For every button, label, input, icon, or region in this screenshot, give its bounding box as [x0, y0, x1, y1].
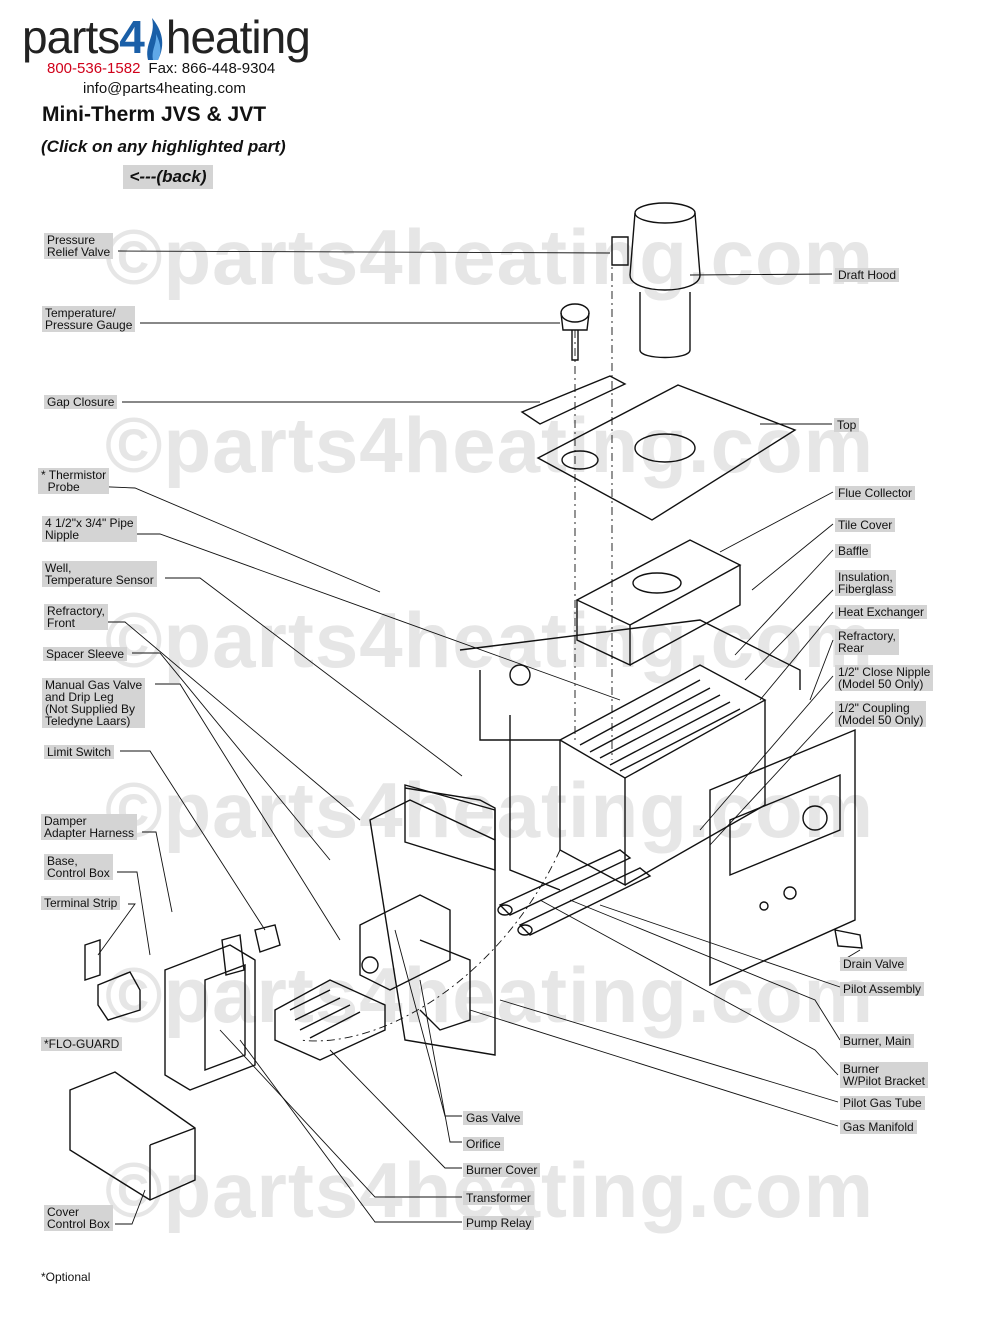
label-coupling[interactable]: 1/2" Coupling (Model 50 Only): [835, 701, 927, 727]
label-pilot-gas-tube[interactable]: Pilot Gas Tube: [840, 1096, 925, 1110]
back-panel: [459, 619, 801, 891]
page-subtitle: (Click on any highlighted part): [41, 137, 286, 156]
label-burner-main[interactable]: Burner, Main: [840, 1034, 915, 1048]
label-burner-cover[interactable]: Burner Cover: [463, 1163, 541, 1177]
back-button[interactable]: <---(back): [123, 165, 213, 189]
transformer-shape: [221, 934, 245, 976]
watermark: ©parts4heating.com: [105, 213, 874, 301]
refractory-front-shape: [404, 784, 496, 871]
label-draft-hood[interactable]: Draft Hood: [835, 268, 900, 282]
watermark: ©parts4heating.com: [105, 401, 874, 489]
flo-guard-shape: [97, 971, 141, 1021]
watermark: ©parts4heating.com: [105, 766, 874, 854]
control-box-shape: [164, 944, 256, 1091]
label-thermistor-probe[interactable]: * Thermistor Probe: [38, 468, 110, 494]
label-insulation-fiberglass[interactable]: Insulation, Fiberglass: [835, 570, 897, 596]
label-drain-valve[interactable]: Drain Valve: [840, 957, 908, 971]
drain-valve-shape: [834, 929, 863, 949]
label-spacer-sleeve[interactable]: Spacer Sleeve: [43, 647, 128, 661]
label-pipe-nipple[interactable]: 4 1/2"x 3/4" Pipe Nipple: [42, 516, 137, 542]
flue-collector-shape: [575, 539, 742, 667]
top-shape: [536, 384, 797, 521]
label-orifice[interactable]: Orifice: [463, 1137, 504, 1151]
label-refractory-rear[interactable]: Refractory, Rear: [835, 629, 899, 655]
label-top[interactable]: Top: [834, 418, 860, 432]
logo-text-heating: heating: [165, 11, 311, 63]
gauge-shape: [560, 303, 590, 361]
label-burner-pilot-bracket[interactable]: Burner W/Pilot Bracket: [840, 1062, 929, 1088]
label-close-nipple[interactable]: 1/2" Close Nipple (Model 50 Only): [835, 665, 934, 691]
label-refractory-front[interactable]: Refractory, Front: [44, 604, 108, 630]
label-cover-control-box[interactable]: Cover Control Box: [44, 1205, 113, 1231]
limit-switch-shape: [254, 924, 281, 953]
label-pressure-relief-valve[interactable]: Pressure Relief Valve: [44, 233, 114, 259]
email-address[interactable]: info@parts4heating.com: [83, 80, 246, 97]
logo-text-parts: parts: [22, 11, 120, 63]
fax-number: Fax: 866-448-9304: [148, 60, 276, 77]
cover-shape: [69, 1071, 196, 1201]
label-gas-manifold[interactable]: Gas Manifold: [840, 1120, 917, 1134]
side-panel-right: [709, 728, 856, 987]
label-well-temperature-sensor[interactable]: Well, Temperature Sensor: [42, 561, 157, 587]
burners-shape: [497, 849, 652, 936]
front-panel: [369, 787, 496, 1056]
terminal-strip-shape: [84, 939, 101, 981]
label-damper-adapter-harness[interactable]: Damper Adapter Harness: [41, 814, 138, 840]
label-terminal-strip[interactable]: Terminal Strip: [41, 896, 121, 910]
flame-icon: [147, 18, 163, 60]
label-flo-guard[interactable]: *FLO-GUARD: [41, 1037, 123, 1051]
gap-closure-shape: [520, 375, 627, 425]
label-pump-relay[interactable]: Pump Relay: [463, 1216, 535, 1230]
label-base-control-box[interactable]: Base, Control Box: [44, 854, 113, 880]
assembly-guides: [299, 255, 613, 1042]
page-title: Mini-Therm JVS & JVT: [42, 103, 267, 126]
label-temperature-pressure-gauge[interactable]: Temperature/ Pressure Gauge: [42, 306, 136, 332]
watermark: ©parts4heating.com: [105, 951, 874, 1039]
page-header: parts4 heating 800-536-1582 Fax: 866-448-9…: [0, 0, 360, 200]
label-transformer[interactable]: Transformer: [463, 1191, 534, 1205]
label-manual-gas-valve[interactable]: Manual Gas Valve and Drip Leg (Not Suppl…: [42, 678, 146, 728]
gas-valve-shape: [359, 894, 471, 1031]
logo[interactable]: parts4 heating: [22, 11, 311, 63]
phone-number: 800-536-1582: [47, 60, 141, 77]
label-gas-valve[interactable]: Gas Valve: [463, 1111, 524, 1125]
label-heat-exchanger[interactable]: Heat Exchanger: [835, 605, 928, 619]
logo-text-4: 4: [119, 11, 145, 63]
label-tile-cover[interactable]: Tile Cover: [835, 518, 896, 532]
label-gap-closure[interactable]: Gap Closure: [44, 395, 118, 409]
label-pilot-assembly[interactable]: Pilot Assembly: [840, 982, 925, 996]
label-baffle[interactable]: Baffle: [835, 544, 872, 558]
contact-line: 800-536-1582 Fax: 866-448-9304: [47, 60, 275, 77]
burner-cover-shape: [274, 979, 386, 1061]
label-limit-switch[interactable]: Limit Switch: [44, 745, 115, 759]
footnote: *Optional: [41, 1270, 91, 1284]
watermark: ©parts4heating.com: [105, 596, 874, 684]
leader-lines: [82, 250, 861, 1225]
draft-hood-shape: [611, 202, 701, 359]
heat-exchanger-shape: [558, 664, 767, 887]
label-flue-collector[interactable]: Flue Collector: [835, 486, 916, 500]
